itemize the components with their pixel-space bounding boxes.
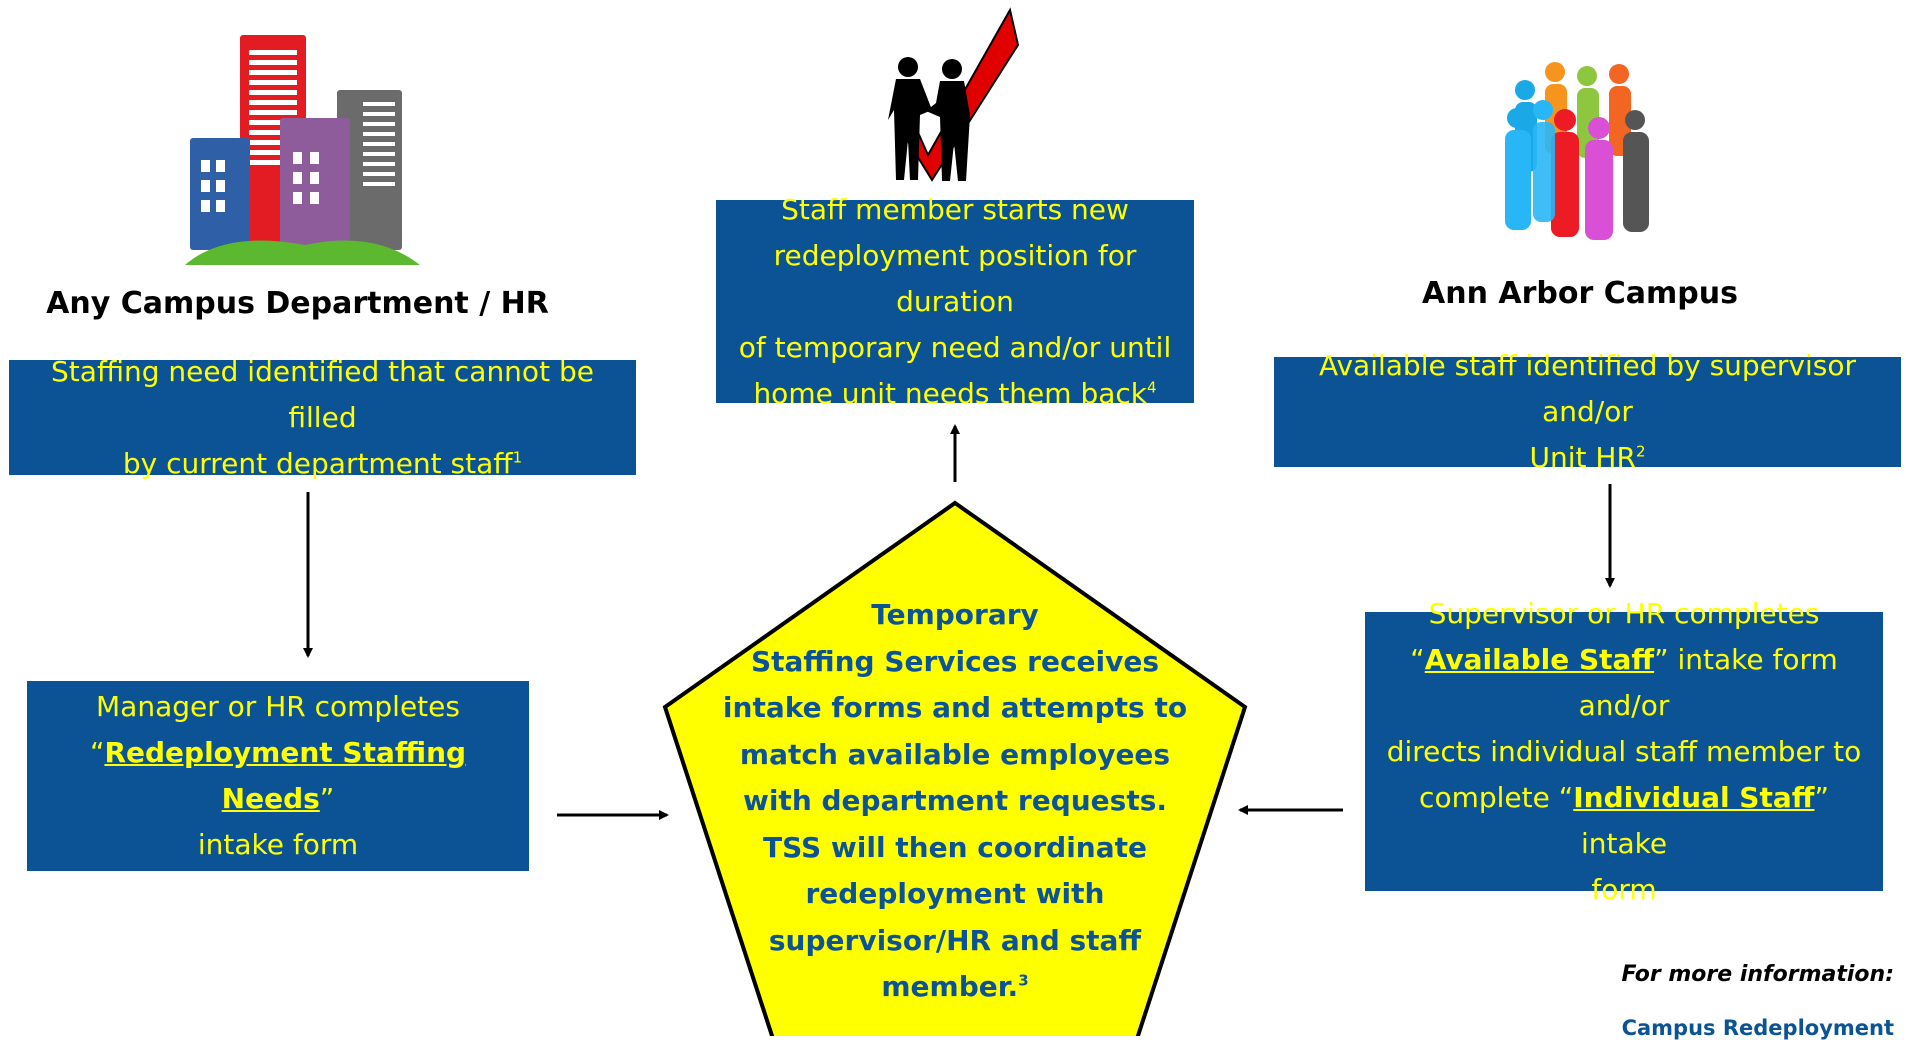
manager-line1: Manager or HR completes <box>96 690 460 723</box>
supervisor-form-box: Supervisor or HR completes “Available St… <box>1365 597 1883 906</box>
tss-line: TSS will then coordinate <box>762 830 1148 864</box>
tss-line: member. <box>881 970 1019 1003</box>
supervisor-line1: Supervisor or HR completes <box>1428 596 1820 630</box>
new-position-line3: of temporary need and/or until <box>738 330 1172 364</box>
new-position-line4: home unit needs them back <box>753 376 1147 410</box>
new-position-line2: redeployment position for duration <box>773 238 1137 318</box>
supervisor-mid1: ” intake form and/or <box>1578 642 1838 722</box>
quote-open: “ <box>89 736 105 769</box>
supervisor-pre2: complete “ <box>1419 780 1574 814</box>
tss-line: Staffing Services receives <box>750 644 1160 678</box>
redeployment-staffing-needs-link[interactable]: Redeployment Staffing Needs <box>104 736 467 815</box>
supervisor-line3: directs individual staff member to <box>1386 734 1862 768</box>
tss-pentagon <box>662 500 1248 1036</box>
manager-form-box: Manager or HR completes “Redeployment St… <box>27 681 529 871</box>
tss-line: with department requests. <box>742 784 1168 817</box>
new-position-box: Staff member starts new redeployment pos… <box>716 193 1194 410</box>
footnote-1: 1 <box>512 448 523 467</box>
quote-open-2: “ <box>1410 642 1425 676</box>
available-line2: Unit HR <box>1529 441 1636 474</box>
tss-line: redeployment with <box>805 877 1105 910</box>
staffing-need-box: Staffing need identified that cannot be … <box>9 355 636 480</box>
manager-line3: intake form <box>197 828 359 861</box>
tss-description: Temporary Staffing Services receives int… <box>720 592 1190 1011</box>
available-staff-link[interactable]: Available Staff <box>1424 642 1655 676</box>
quote-close: ” <box>319 782 335 815</box>
available-line1: Available staff identified by supervisor… <box>1318 349 1857 428</box>
staffing-need-line1: Staffing need identified that cannot be … <box>51 354 594 434</box>
footnote-3: 3 <box>1018 971 1029 990</box>
footnote-2: 2 <box>1635 442 1646 461</box>
individual-staff-link[interactable]: Individual Staff <box>1573 780 1815 814</box>
left-heading: Any Campus Department / HR <box>46 286 549 321</box>
buildings-icon <box>185 35 420 265</box>
people-group-icon <box>1505 62 1649 240</box>
more-info-label: For more information: <box>1621 962 1894 987</box>
tss-line: intake forms and attempts to <box>722 691 1188 724</box>
tss-line: Temporary <box>871 598 1039 631</box>
supervisor-mid2: ” intake <box>1580 780 1829 860</box>
footnote-4: 4 <box>1147 378 1157 397</box>
tss-line: supervisor/HR and staff <box>768 923 1142 957</box>
tss-line: match available employees <box>739 737 1171 771</box>
available-staff-box: Available staff identified by supervisor… <box>1274 349 1901 474</box>
supervisor-line5: form <box>1591 872 1657 906</box>
handshake-checkmark-icon <box>888 7 1020 182</box>
staffing-need-line2: by current department staff <box>122 446 513 480</box>
right-heading: Ann Arbor Campus <box>1422 276 1738 311</box>
new-position-line1: Staff member starts new <box>781 192 1129 226</box>
campus-redeployment-link[interactable]: Campus Redeployment <box>1621 1016 1894 1040</box>
